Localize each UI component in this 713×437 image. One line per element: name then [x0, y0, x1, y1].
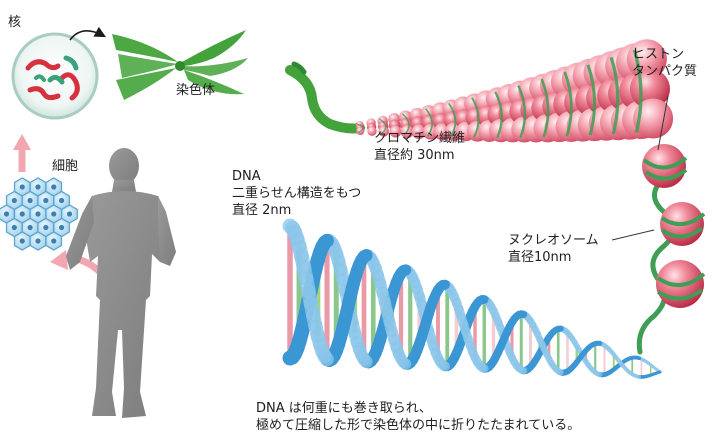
cell-nucleus	[12, 198, 17, 203]
cell-nucleus	[20, 211, 25, 216]
caption-line2: 極めて圧縮した形で染色体の中に折りたたまれている。	[256, 417, 580, 434]
label-histone-line2: タンパク質	[632, 63, 697, 80]
nucleus-illustration	[13, 34, 97, 118]
nucleosome-pointer-line	[612, 230, 654, 240]
label-chromatin-fiber-name: クロマチン繊維	[374, 130, 465, 147]
cell-nucleus	[35, 238, 40, 243]
cell-nucleus	[59, 198, 64, 203]
cell-nucleus	[12, 225, 17, 230]
cell-nucleus	[20, 184, 25, 189]
label-histone-protein: ヒストン タンパク質	[632, 46, 697, 80]
cell-nucleus	[27, 198, 32, 203]
dna-backbone-strand	[290, 357, 292, 358]
dna-backbone-strand	[290, 226, 292, 228]
cell-nucleus	[4, 211, 9, 216]
label-nucleosome-name: ヌクレオソーム	[508, 232, 599, 249]
label-dna-name: DNA	[232, 168, 361, 185]
chromatin-fiber	[356, 39, 673, 142]
nucleosome-beads	[639, 144, 704, 352]
caption: DNA は何重にも巻き取られ、 極めて圧縮した形で染色体の中に折りたたまれている…	[256, 400, 580, 434]
label-dna-structure: 二重らせん構造をもつ	[232, 185, 361, 202]
label-dna-diameter: 直径 2nm	[232, 202, 361, 219]
caption-line1: DNA は何重にも巻き取られ、	[256, 400, 580, 417]
cell-nucleus	[35, 211, 40, 216]
nucleus-from-cell-arrow	[13, 134, 31, 172]
cell-cluster	[0, 178, 77, 250]
cell-nucleus	[27, 225, 32, 230]
label-histone-line1: ヒストン	[632, 46, 697, 63]
cell-nucleus	[51, 238, 56, 243]
label-chromosome: 染色体	[176, 82, 215, 99]
cell-nucleus	[43, 198, 48, 203]
cell-nucleus	[51, 211, 56, 216]
chromatin-tail	[290, 64, 360, 129]
label-nucleus: 核	[8, 14, 21, 31]
human-silhouette	[66, 148, 176, 418]
cell-nucleus	[35, 184, 40, 189]
cell-nucleus	[59, 225, 64, 230]
label-chromatin-fiber: クロマチン繊維 直径約 30nm	[374, 130, 465, 164]
label-nucleosome: ヌクレオソーム 直径10nm	[508, 232, 599, 266]
label-dna: DNA 二重らせん構造をもつ 直径 2nm	[232, 168, 361, 219]
label-chromatin-fiber-diameter: 直径約 30nm	[374, 147, 465, 164]
dna-double-helix	[290, 226, 660, 377]
label-nucleosome-diameter: 直径10nm	[508, 249, 599, 266]
cell-nucleus	[51, 184, 56, 189]
label-cell: 細胞	[52, 158, 78, 175]
cell-nucleus	[43, 225, 48, 230]
cell-nucleus	[20, 238, 25, 243]
cell-nucleus	[67, 211, 72, 216]
